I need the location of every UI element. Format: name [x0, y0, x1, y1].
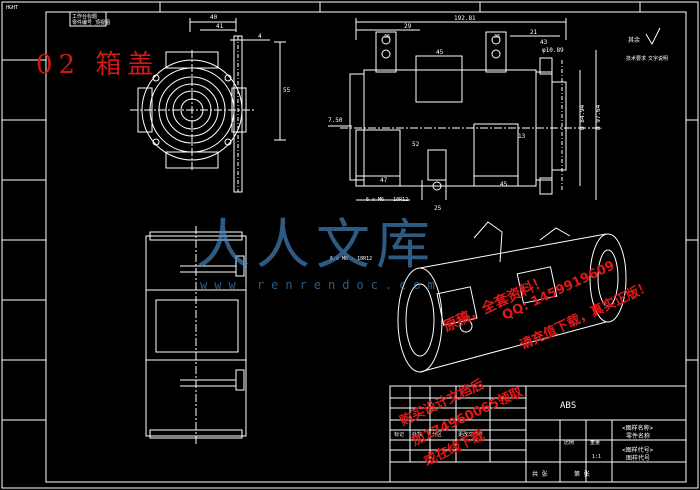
diam-1: φ 84.94 [579, 104, 586, 130]
tb-scale-label: 比例 [564, 439, 574, 446]
thread-note-2: 6 x M6 - 10R12 [330, 256, 372, 262]
part-name-1: <图样名称> [622, 424, 654, 432]
surface-note: 其余 技术要求 文字说明 [626, 27, 668, 62]
watermark-url: www.renrendoc.com [200, 278, 442, 292]
part-code-2: 图样代号 [626, 454, 650, 462]
diam-2: φ 97.64 [595, 104, 602, 130]
dim-36a: 36 [384, 34, 390, 40]
dim-36b: 36 [494, 34, 500, 40]
svg-text:其余: 其余 [628, 36, 640, 44]
material: ABS [560, 401, 576, 411]
top-view [328, 18, 600, 201]
dim-13: 13 [518, 133, 526, 140]
svg-text:技术要求: 技术要求 [626, 55, 646, 62]
dim-45a: 45 [436, 49, 444, 56]
top-label-1: 工作台标题 [72, 13, 97, 20]
tb-weight-label: 重量 [590, 439, 600, 446]
tb-sheet: 第 张 [574, 470, 590, 478]
part-name-2: 零件名称 [626, 432, 650, 440]
dim-192: 192.81 [454, 15, 476, 22]
side-view [145, 226, 247, 444]
watermark-text: 人人文库 [196, 213, 436, 276]
dim-750: 7.50 [328, 117, 343, 124]
tb-count: 处数 [412, 431, 422, 438]
thread-note-1: 6 x M6 - 10R12 [366, 197, 408, 203]
tb-mark: 标记 [394, 431, 404, 438]
tb-scale: 1:1 [592, 454, 601, 460]
dim-4: 4 [258, 33, 262, 40]
svg-text:文字说明: 文字说明 [648, 55, 668, 62]
drawing-title: 02 箱盖 [36, 50, 160, 80]
dim-1089: φ10.89 [542, 47, 564, 54]
dim-52: 52 [412, 141, 420, 148]
tb-change: 更改文件号 [458, 431, 483, 438]
isometric-view [397, 221, 627, 373]
tb-count-total: 共 张 [532, 470, 548, 478]
dim-41: 41 [216, 23, 224, 30]
part-code-1: <图样代号> [622, 446, 654, 454]
dim-47: 47 [380, 177, 388, 184]
title-block [389, 385, 687, 483]
dim-40: 40 [210, 14, 218, 21]
dim-29: 29 [404, 23, 412, 30]
header-labels: 工作台标题 零件编号 顶视图 [69, 11, 110, 27]
watermark: 人人文库 www.renrendoc.com [196, 200, 516, 300]
corner-label: HGHT [6, 5, 18, 11]
dim-21: 21 [530, 29, 538, 36]
dim-43: 43 [540, 39, 548, 46]
dim-55: 55 [283, 87, 291, 94]
dim-45b: 45 [500, 181, 508, 188]
top-label-2: 零件编号 顶视图 [72, 19, 110, 26]
tb-zone: 分区 [432, 431, 442, 438]
front-view [130, 18, 286, 193]
dim-25: 25 [434, 205, 442, 212]
